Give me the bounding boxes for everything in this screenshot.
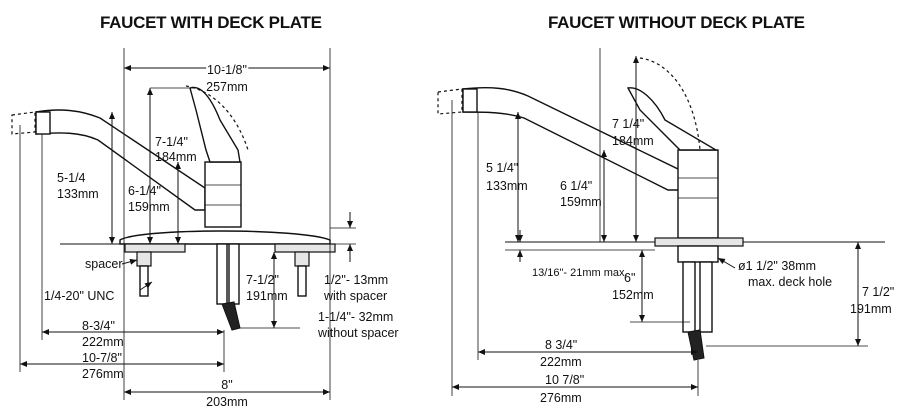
deck-right-pad (274, 243, 336, 253)
dim-overall-width: 10-1/8" (207, 63, 247, 77)
deck-left-pad (124, 243, 186, 253)
body-right (677, 149, 719, 239)
label-with-spacer-2: with spacer (323, 289, 387, 303)
dim-spout-height-mm: 133mm (57, 187, 99, 201)
r-dim-below-deck-mm: 191mm (850, 302, 892, 316)
r-dim-total-reach-mm: 276mm (540, 391, 582, 405)
r-dim-spout-reach-mm: 222mm (540, 355, 582, 369)
r-dim-hole: ø1 1/2" 38mm (738, 259, 816, 273)
r-dim-shank: 6" (624, 271, 635, 285)
right-title: FAUCET WITHOUT DECK PLATE (548, 13, 805, 32)
label-spacer: spacer (85, 257, 123, 271)
dim-total-reach: 10-7/8" (82, 351, 122, 365)
dim-deck-plate-mm: 203mm (206, 395, 248, 409)
r-dim-spout-height-mm: 133mm (486, 179, 528, 193)
r-dim-total-reach: 10 7/8" (545, 373, 584, 387)
left-drawing: FAUCET WITH DECK PLATE 10-1/8" 257mm (11, 13, 399, 409)
r-dim-deck-max: 13/16"- 21mm max. (532, 267, 628, 279)
body-left (204, 161, 242, 228)
dim-body-height-mm: 159mm (128, 200, 170, 214)
label-thread: 1/4-20" UNC (44, 289, 114, 303)
right-drawing: FAUCET WITHOUT DECK PLATE 7 1/4" 184mm 5… (437, 13, 894, 405)
dim-overall-width-mm: 257mm (206, 80, 248, 94)
left-title: FAUCET WITH DECK PLATE (100, 13, 322, 32)
r-dim-body-height: 6 1/4" (560, 179, 592, 193)
dim-below-deck: 7-1/2" (246, 273, 279, 287)
label-with-spacer: 1/2"- 13mm (324, 273, 388, 287)
r-dim-below-deck: 7 1/2" (862, 285, 894, 299)
dim-below-deck-mm: 191mm (246, 289, 288, 303)
dim-handle-height: 7-1/4" (155, 135, 188, 149)
dim-spout-height: 5-1/4 (57, 171, 86, 185)
r-dim-hole-2: max. deck hole (748, 275, 832, 289)
r-dim-spout-reach: 8 3/4" (545, 338, 577, 352)
dim-spout-reach: 8-3/4" (82, 319, 115, 333)
dim-total-reach-mm: 276mm (82, 367, 124, 381)
supply-hose-left (221, 301, 241, 331)
spout-ghost-left (11, 111, 36, 135)
r-dim-body-height-mm: 159mm (560, 195, 602, 209)
dim-deck-plate: 8" (221, 378, 232, 392)
label-without-spacer: 1-1/4"- 32mm (318, 310, 393, 324)
r-dim-handle-height-mm: 184mm (612, 134, 654, 148)
r-dim-handle-height: 7 1/4" (612, 117, 644, 131)
r-dim-spout-height: 5 1/4" (486, 161, 518, 175)
label-without-spacer-2: without spacer (317, 326, 399, 340)
handle-ghost-right (639, 57, 701, 151)
dim-spout-reach-mm: 222mm (82, 335, 124, 349)
supply-hose-right (687, 329, 705, 361)
dim-body-height: 6-1/4" (128, 184, 161, 198)
handle-left (189, 86, 241, 163)
r-dim-shank-mm: 152mm (612, 288, 654, 302)
deck-plate (119, 230, 331, 245)
spout-tip-left (35, 111, 51, 135)
dim-handle-height-mm: 184mm (155, 150, 197, 164)
